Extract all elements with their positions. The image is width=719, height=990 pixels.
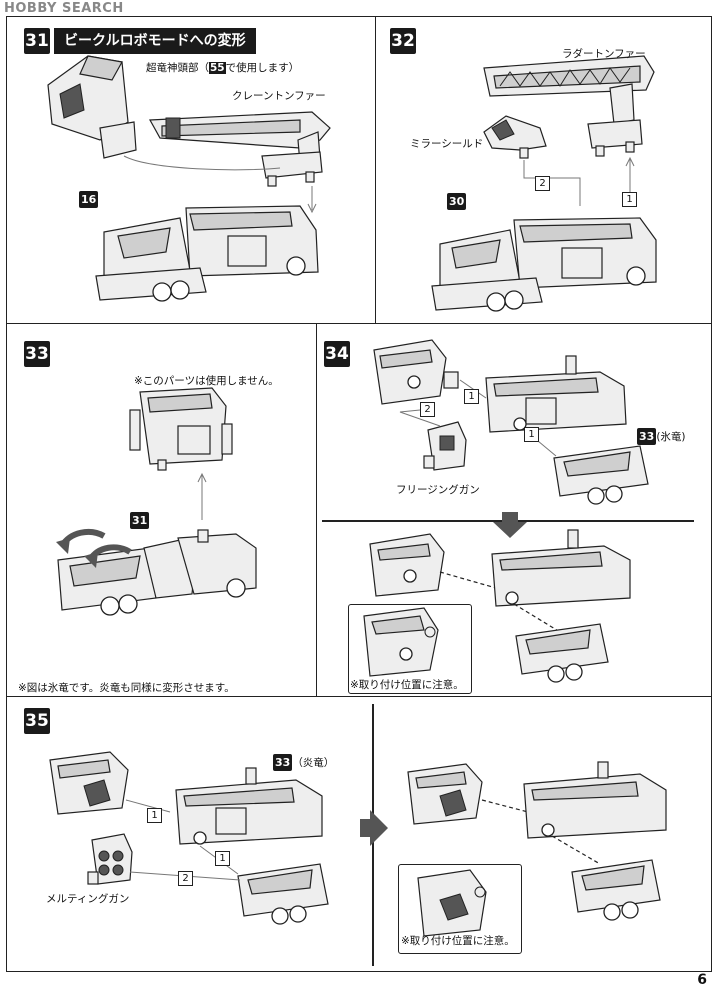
- melting-gun-part: [87, 833, 133, 885]
- caution-note-35: ※取り付け位置に注意。: [401, 935, 515, 947]
- mirror-shield-label: ミラーシールド: [410, 138, 484, 150]
- order-box-2: 2: [535, 176, 550, 191]
- unused-part: [129, 387, 233, 471]
- step-31-title: ビークルロボモードへの変形: [54, 28, 256, 54]
- unused-part-note: ※このパーツは使用しません。: [134, 375, 279, 387]
- step-number-35: 35: [24, 708, 50, 734]
- ref-number-30: 30: [447, 193, 467, 210]
- page-number: 6: [697, 972, 707, 988]
- assembled-vehicle: [523, 761, 667, 839]
- ref-number-33: 33: [273, 754, 293, 771]
- order-box-1: 1: [147, 808, 162, 823]
- freezing-gun-part: [423, 421, 467, 471]
- right-arrow-icon: [360, 810, 388, 846]
- caution-note-34: ※取り付け位置に注意。: [350, 679, 464, 691]
- step-number-34: 34: [324, 341, 350, 367]
- crane-tonfa-label: クレーントンファー: [232, 90, 326, 102]
- order-box-2: 2: [178, 871, 193, 886]
- step-number-31: 31: [24, 28, 50, 54]
- head-part: [47, 55, 137, 159]
- order-box-1: 1: [215, 851, 230, 866]
- robot-arm-part: [49, 751, 129, 815]
- assembled-truck-front: [515, 623, 609, 683]
- ladder-tonfa-label: ラダートンファー: [562, 48, 646, 60]
- caution-inset-35: [398, 864, 522, 954]
- site-logo: HOBBY SEARCH: [4, 1, 124, 16]
- caution-detail-34: [363, 607, 439, 677]
- step-number-32: 32: [390, 28, 416, 54]
- ref-number-33-enryu: 33（炎竜）: [273, 754, 335, 771]
- ref-number-31: 31: [130, 512, 150, 529]
- assembled-vehicle: [491, 529, 631, 607]
- mirror-shield-part: [483, 115, 547, 159]
- step-number-33: 33: [24, 341, 50, 367]
- ref-box-55: 55: [209, 62, 226, 74]
- vehicle-16: [95, 205, 319, 302]
- step-33-footnote: ※図は氷竜です。炎竜も同様に変形させます。: [18, 682, 235, 694]
- caution-inset-34: [348, 604, 472, 694]
- truck-front-part: [237, 863, 329, 925]
- assembled-robot-arm: [407, 763, 483, 825]
- order-box-1: 1: [464, 389, 479, 404]
- ref-number-16: 16: [79, 191, 99, 208]
- vehicle-33-hyoryu: [485, 355, 627, 433]
- vehicle-30: [431, 217, 657, 312]
- down-arrow-icon: [493, 512, 527, 538]
- head-label: 超竜神頭部（55で使用します）: [146, 62, 300, 74]
- vehicle-31: [57, 529, 257, 616]
- melting-gun-label: メルティングガン: [46, 893, 130, 905]
- caution-detail-35: [417, 869, 487, 937]
- order-box-2: 2: [420, 402, 435, 417]
- panel-step-35: [6, 696, 712, 972]
- ref-number-33-hyoryu: 33(氷竜): [637, 428, 686, 445]
- assembled-truck-front: [571, 859, 661, 921]
- crane-tonfa-part: [149, 111, 331, 187]
- ladder-tonfa-part: [483, 55, 655, 157]
- order-box-1: 1: [524, 427, 539, 442]
- order-box-1: 1: [622, 192, 637, 207]
- freezing-gun-label: フリージングガン: [396, 484, 480, 496]
- ref-number-33: 33: [637, 428, 657, 445]
- robot-arm-part: [373, 339, 459, 405]
- vehicle-33-enryu: [175, 767, 323, 845]
- truck-front-part: [553, 445, 649, 505]
- assembled-robot-arm: [369, 533, 445, 597]
